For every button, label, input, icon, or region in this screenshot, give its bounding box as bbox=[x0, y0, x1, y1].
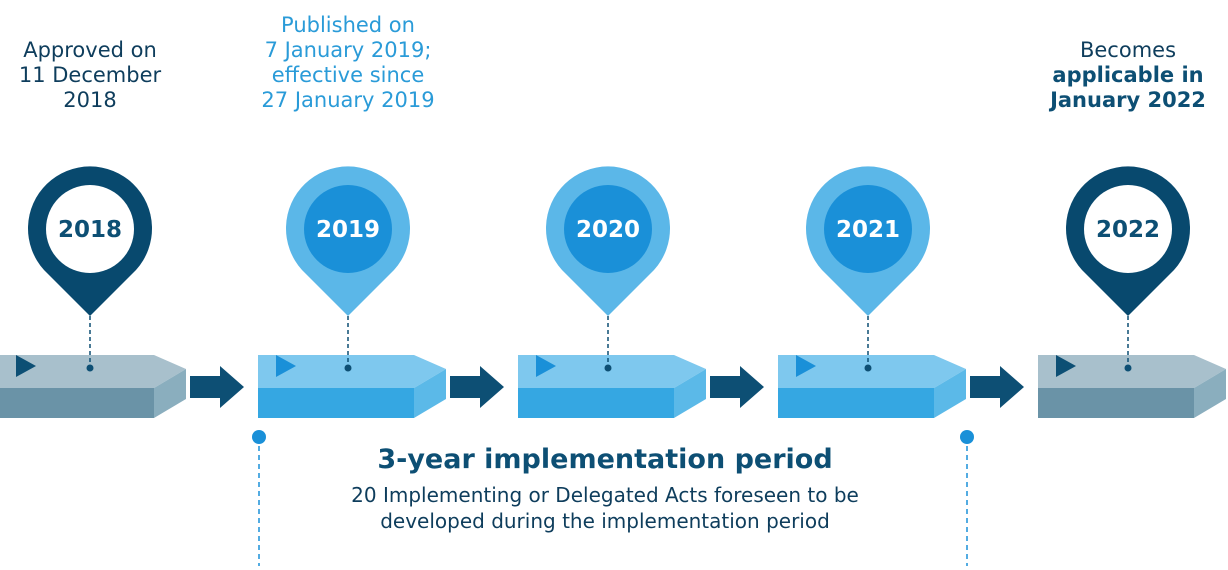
caption-2018-line2: 11 December bbox=[18, 63, 162, 87]
block-front-2018 bbox=[0, 388, 154, 418]
block-top-2020 bbox=[518, 355, 706, 388]
block-dot-2019 bbox=[344, 364, 352, 372]
block-top-2021 bbox=[778, 355, 966, 388]
block-top-2019 bbox=[258, 355, 446, 388]
block-front-2022 bbox=[1038, 388, 1194, 418]
block-dot-2022 bbox=[1124, 364, 1132, 372]
caption-2018: Approved on 11 December 2018 bbox=[0, 38, 205, 113]
pin-year-2018: 2018 bbox=[58, 217, 122, 243]
pin-year-2019: 2019 bbox=[316, 217, 380, 243]
pin-inner-circle-2020 bbox=[564, 185, 652, 273]
pin-year-2021: 2021 bbox=[836, 217, 900, 243]
implementation-description: 20 Implementing or Delegated Acts forese… bbox=[250, 482, 960, 534]
block-dot-2018 bbox=[86, 364, 94, 372]
block-side-2022 bbox=[1194, 369, 1226, 418]
caption-2018-line3: 2018 bbox=[63, 88, 117, 112]
caption-2019-line3: effective since bbox=[271, 63, 425, 87]
block-front-2019 bbox=[258, 388, 414, 418]
caption-2022-line3: January 2022 bbox=[1050, 88, 1206, 112]
pin-inner-circle-2021 bbox=[824, 185, 912, 273]
pin-year-2022: 2022 bbox=[1096, 217, 1160, 243]
block-side-2021 bbox=[934, 369, 966, 418]
caption-2019-line1: Published on bbox=[281, 13, 415, 37]
caption-2022-line1: Becomes bbox=[1079, 38, 1177, 62]
block-side-2020 bbox=[674, 369, 706, 418]
connector-arrow-3 bbox=[710, 366, 764, 408]
block-marker-2020 bbox=[536, 355, 556, 377]
caption-2019-line4: 27 January 2019 bbox=[261, 88, 435, 112]
implementation-description-line1: 20 Implementing or Delegated Acts forese… bbox=[351, 483, 859, 507]
block-side-2018 bbox=[154, 369, 186, 418]
connector-arrow-1 bbox=[190, 366, 244, 408]
block-top-2022 bbox=[1038, 355, 1226, 388]
caption-2018-line1: Approved on bbox=[23, 38, 157, 62]
caption-2022-line2: applicable in bbox=[1052, 63, 1204, 87]
block-marker-2022 bbox=[1056, 355, 1076, 377]
implementation-title: 3-year implementation period bbox=[377, 444, 833, 475]
period-marker-dot-1 bbox=[252, 430, 266, 444]
pin-inner-circle-2018 bbox=[46, 185, 134, 273]
block-top-2018 bbox=[0, 355, 186, 388]
pin-year-2020: 2020 bbox=[576, 217, 640, 243]
pin-inner-circle-2022 bbox=[1084, 185, 1172, 273]
caption-2019-line2: 7 January 2019; bbox=[264, 38, 432, 62]
block-front-2020 bbox=[518, 388, 674, 418]
block-side-2019 bbox=[414, 369, 446, 418]
connector-arrow-4 bbox=[970, 366, 1024, 408]
block-marker-2021 bbox=[796, 355, 816, 377]
block-marker-2018 bbox=[16, 355, 36, 377]
pin-inner-circle-2019 bbox=[304, 185, 392, 273]
block-front-2021 bbox=[778, 388, 934, 418]
caption-2019: Published on 7 January 2019; effective s… bbox=[233, 13, 463, 113]
period-marker-dot-2 bbox=[960, 430, 974, 444]
caption-2022: Becomes applicable in January 2022 bbox=[1013, 38, 1228, 113]
implementation-description-line2: developed during the implementation peri… bbox=[380, 509, 830, 533]
block-marker-2019 bbox=[276, 355, 296, 377]
connector-arrow-2 bbox=[450, 366, 504, 408]
block-dot-2020 bbox=[604, 364, 612, 372]
block-dot-2021 bbox=[864, 364, 872, 372]
